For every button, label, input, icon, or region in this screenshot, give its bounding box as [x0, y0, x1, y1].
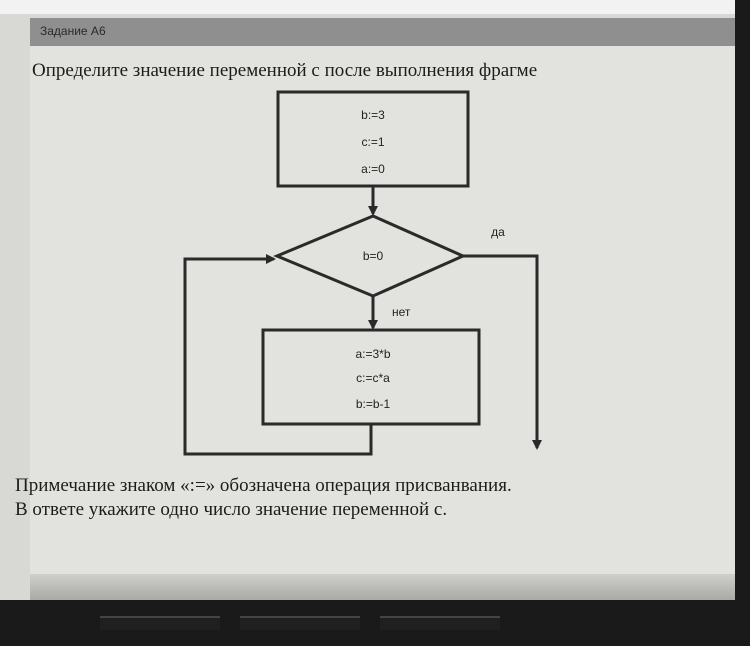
loop-line-1: a:=3*b	[355, 347, 390, 361]
note-line-1: Примечание знаком «:=» обозначена операц…	[15, 475, 512, 496]
bottom-area	[30, 574, 735, 600]
yes-label: да	[491, 225, 505, 239]
bottom-tab[interactable]	[240, 616, 360, 630]
loop-line-2: c:=c*a	[356, 371, 390, 385]
init-line-3: a:=0	[361, 162, 385, 176]
init-line-1: b:=3	[361, 108, 385, 122]
note: Примечание знаком «:=» обозначена операц…	[15, 474, 735, 522]
screen: Задание А6 Определите значение переменно…	[0, 0, 735, 600]
decision-condition: b=0	[363, 249, 384, 263]
init-line-2: c:=1	[361, 135, 384, 149]
question-text: Определите значение переменной с после в…	[32, 60, 538, 81]
bottom-tabs	[100, 616, 500, 630]
task-header-label: Задание А6	[40, 24, 106, 38]
flowchart: b:=3 c:=1 a:=0 b=0 да нет a:=3*b c:=c*a …	[183, 90, 542, 456]
bottom-tab[interactable]	[380, 616, 500, 630]
yes-branch-line	[463, 254, 542, 450]
loop-line-3: b:=b-1	[356, 397, 391, 411]
loop-back-line	[183, 254, 373, 456]
task-content: Определите значение переменной с после в…	[15, 46, 735, 600]
no-label: нет	[392, 305, 411, 319]
note-line-2: В ответе укажите одно число значение пер…	[15, 499, 448, 520]
top-band	[0, 0, 735, 14]
task-header-bar: Задание А6	[30, 18, 735, 46]
bottom-tab[interactable]	[100, 616, 220, 630]
